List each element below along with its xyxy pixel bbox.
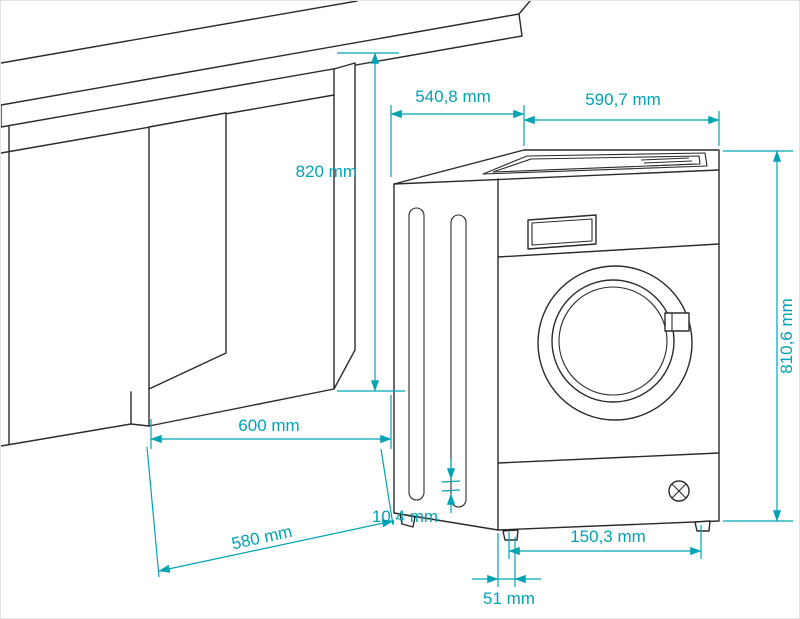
control-panel xyxy=(497,214,720,258)
drain-screw xyxy=(668,480,690,502)
dimension-tick xyxy=(441,489,461,492)
dimension-label: 820 mm xyxy=(296,162,357,181)
extension-line xyxy=(146,446,160,578)
display-window xyxy=(527,214,597,250)
niche-floor-front-edge xyxy=(148,388,335,427)
side-groove-slot xyxy=(408,207,425,501)
dimension-niche-height: 820 mm xyxy=(296,52,405,392)
dimension-cabinet-depth: 580 mm xyxy=(146,446,394,578)
washing-machine xyxy=(393,149,720,541)
dimension-label: 590,7 mm xyxy=(585,90,661,109)
lid-vent-slit xyxy=(643,160,693,164)
dimension-bottom-gap: 10,4 mm xyxy=(372,459,461,526)
control-panel-bottom-edge xyxy=(497,243,720,258)
machine-feet xyxy=(399,513,711,541)
dimension-tick xyxy=(441,480,461,483)
lid-inner-outline xyxy=(492,155,701,173)
dimension-front-gap: 51 mm xyxy=(472,533,541,608)
dimension-base-panel: 150,3 mm xyxy=(508,525,702,559)
niche-right-wall xyxy=(333,62,356,390)
drain-screw-slot xyxy=(671,483,687,499)
door-glass xyxy=(558,286,668,396)
porthole-door xyxy=(537,265,693,421)
display-window-inner xyxy=(531,218,593,246)
counter-end-edge xyxy=(518,1,531,15)
door-middle-ring xyxy=(551,279,675,403)
lid-outline xyxy=(482,152,708,175)
plinth-bottom-edge xyxy=(1,423,132,447)
lid-vent-slit xyxy=(646,163,696,167)
dimension-label: 10,4 mm xyxy=(372,507,438,526)
kick-panel xyxy=(497,452,720,502)
dimension-label: 810,6 mm xyxy=(777,298,796,374)
cabinet xyxy=(1,1,531,447)
extension-line xyxy=(380,448,394,526)
door-handle xyxy=(664,312,690,332)
lid-vent-slit xyxy=(640,157,690,161)
machine-top-front-edge xyxy=(393,169,720,185)
foot xyxy=(502,529,519,541)
foot xyxy=(694,520,711,532)
dimension-line xyxy=(158,519,394,573)
dimension-machine-height: 810,6 mm xyxy=(723,150,796,522)
dimension-label: 51 mm xyxy=(483,589,535,608)
counter-front-face xyxy=(1,13,523,128)
dimension-label: 150,3 mm xyxy=(570,527,646,546)
door-outer-ring xyxy=(537,265,693,421)
niche-left-wall xyxy=(148,112,227,390)
dimension-machine-depth: 540,8 mm xyxy=(390,87,525,177)
side-groove-slot xyxy=(450,214,467,508)
foot xyxy=(399,513,416,528)
dimension-niche-width: 600 mm xyxy=(150,395,392,449)
plinth-join-edge xyxy=(130,423,150,427)
top-lid xyxy=(482,152,708,175)
kick-panel-top-edge xyxy=(497,452,720,464)
machine-body xyxy=(393,149,720,531)
dimension-machine-width: 590,7 mm xyxy=(523,90,720,146)
side-panel xyxy=(408,178,499,530)
counter-back-edge xyxy=(1,1,358,64)
dimension-label: 600 mm xyxy=(238,416,299,435)
dimension-label: 540,8 mm xyxy=(415,87,491,106)
